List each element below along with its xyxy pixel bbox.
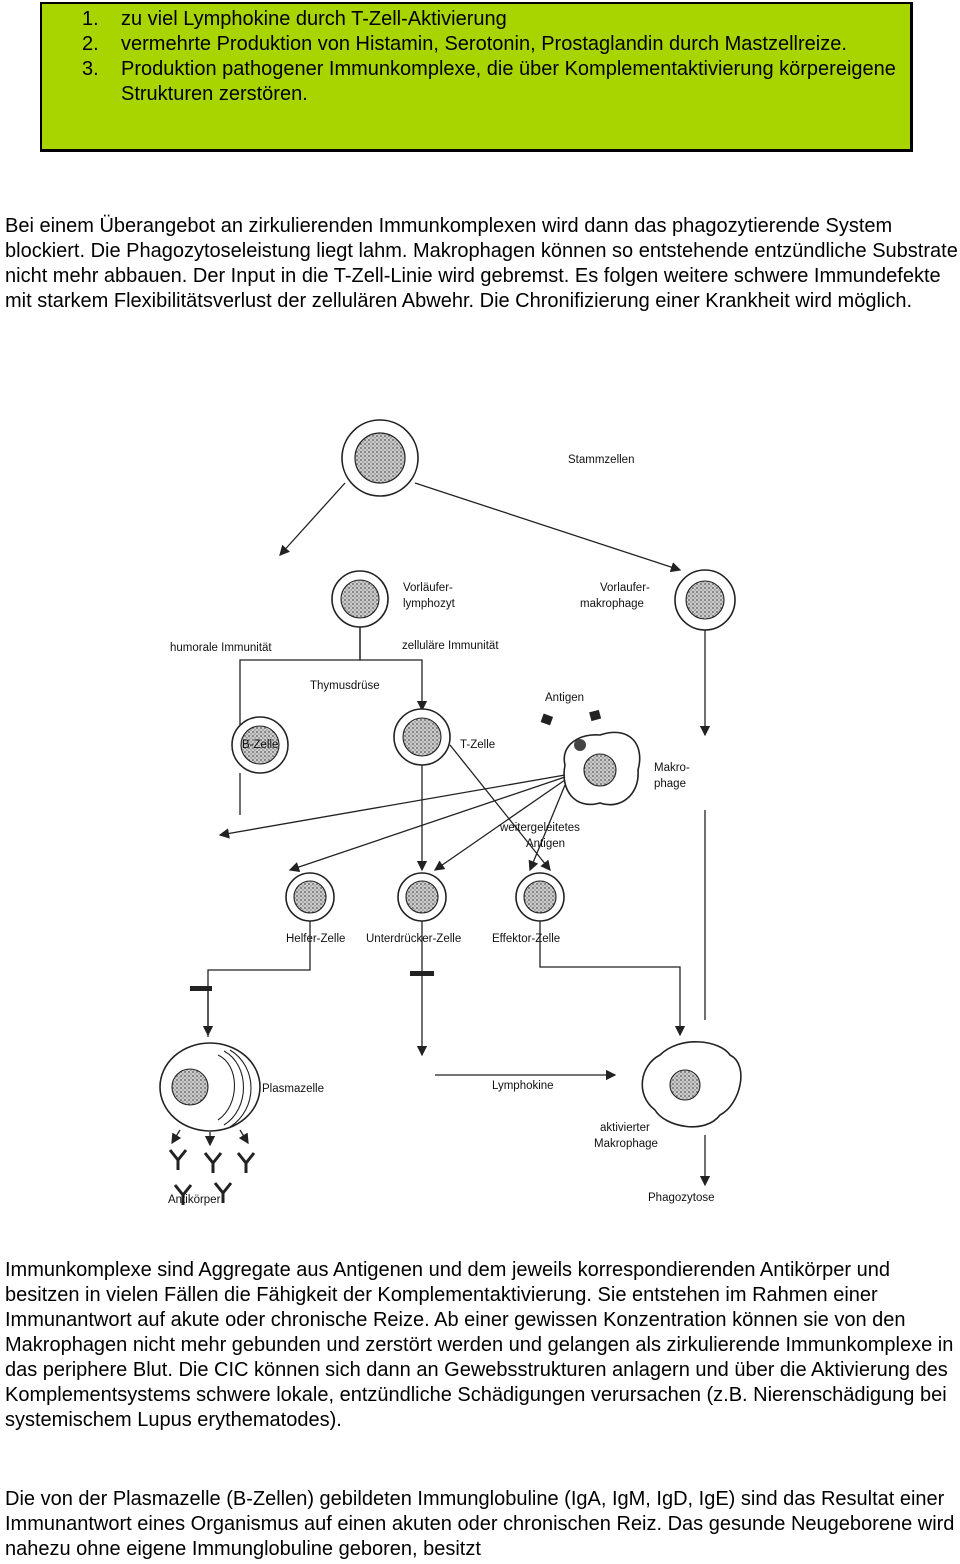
antigen-particle <box>589 709 602 722</box>
antigen-particle <box>540 713 554 726</box>
effector-cell <box>515 872 565 922</box>
label-makrophage-2: phage <box>654 778 686 790</box>
plasma-cell <box>159 1042 261 1132</box>
arrow <box>202 921 311 1037</box>
paragraph-phagocytosis: Bei einem Überangebot an zirkulierenden … <box>5 215 958 312</box>
arrow <box>279 482 346 556</box>
label-aktivierter-makrophage-2: Makrophage <box>594 1138 658 1150</box>
list-item: 1. zu viel Lymphokine durch T-Zell-Aktivi… <box>42 7 910 32</box>
label-vorlaeufer-makrophage-2: makrophage <box>580 598 644 610</box>
summary-list: 1. zu viel Lymphokine durch T-Zell-Aktivi… <box>42 7 910 107</box>
b-cell <box>231 716 289 774</box>
macrophage-cell <box>563 731 641 806</box>
list-text: vermehrte Produktion von Histamin, Serot… <box>121 33 847 55</box>
helper-cell <box>285 872 335 922</box>
label-zellulaere-immunitaet: zelluläre Immunität <box>402 640 499 652</box>
label-stammzellen: Stammzellen <box>568 454 634 466</box>
suppressor-cell <box>397 872 447 922</box>
list-number: 3. <box>82 58 99 80</box>
paragraph-immunoglobulins: Die von der Plasmazelle (B-Zellen) gebil… <box>5 1488 955 1560</box>
arrow <box>218 774 566 839</box>
label-vorlaeufer-lymphozyt: Vorläufer- <box>403 582 453 594</box>
t-cell <box>393 708 451 766</box>
label-effektor-zelle: Effektor-Zelle <box>492 933 560 945</box>
label-t-zelle: T-Zelle <box>460 739 495 751</box>
list-item: 3. Produktion pathogener Immunkomplexe, d… <box>42 57 910 107</box>
label-makrophage: Makro- <box>654 762 690 774</box>
label-vorlaeufer-makrophage: Vorlaufer- <box>600 582 650 594</box>
block-bar <box>190 986 212 991</box>
arrow <box>449 744 551 872</box>
list-number: 2. <box>82 33 99 55</box>
precursor-lymphocyte-cell <box>331 570 389 628</box>
label-aktivierter-makrophage: aktivierter <box>600 1122 650 1134</box>
label-antikoerper: Antikörper <box>168 1194 221 1206</box>
arrow <box>414 482 682 573</box>
arrow <box>288 776 566 873</box>
arrow <box>171 1129 182 1145</box>
label-weitergeleitetes-2: Antigen <box>526 838 565 850</box>
label-vorlaeufer-lymphozyt-2: lymphozyt <box>403 598 456 610</box>
label-helfer-zelle: Helfer-Zelle <box>286 933 345 945</box>
arrow <box>433 779 566 871</box>
arrow <box>238 1129 249 1145</box>
label-b-zelle: B-Zelle <box>242 739 278 751</box>
block-bar <box>410 971 434 976</box>
summary-box: 1. zu viel Lymphokine durch T-Zell-Aktivi… <box>40 2 913 152</box>
list-text: Produktion pathogener Immunkomplexe, die… <box>121 58 896 105</box>
label-lymphokine: Lymphokine <box>492 1080 554 1092</box>
arrow <box>359 627 428 712</box>
label-unterdruecker-zelle: Unterdrücker-Zelle <box>366 933 461 945</box>
list-number: 1. <box>82 8 99 30</box>
list-text: zu viel Lymphokine durch T-Zell-Aktivier… <box>121 8 507 30</box>
label-phagozytose: Phagozytose <box>648 1192 715 1204</box>
label-thymusdruese: Thymusdrüse <box>310 680 380 692</box>
precursor-macrophage-cell <box>674 569 736 631</box>
activated-macrophage-cell <box>641 1041 742 1128</box>
label-antigen: Antigen <box>545 692 584 704</box>
antibody-group <box>168 1149 256 1205</box>
arrow <box>528 784 566 872</box>
label-plasmazelle: Plasmazelle <box>262 1083 324 1095</box>
immune-system-diagram: Stammzellen Vorläufer- lymphozyt Vorlauf… <box>159 419 742 1206</box>
label-weitergeleitetes: weitergeleitetes <box>499 822 580 834</box>
paragraph-immune-complexes: Immunkomplexe sind Aggregate aus Antigen… <box>5 1259 954 1431</box>
label-humorale-immunitaet: humorale Immunität <box>170 642 272 654</box>
list-item: 2. vermehrte Produktion von Histamin, Ser… <box>42 32 910 57</box>
arrow <box>539 921 686 1037</box>
line <box>207 795 241 1037</box>
stem-cell <box>341 419 419 497</box>
